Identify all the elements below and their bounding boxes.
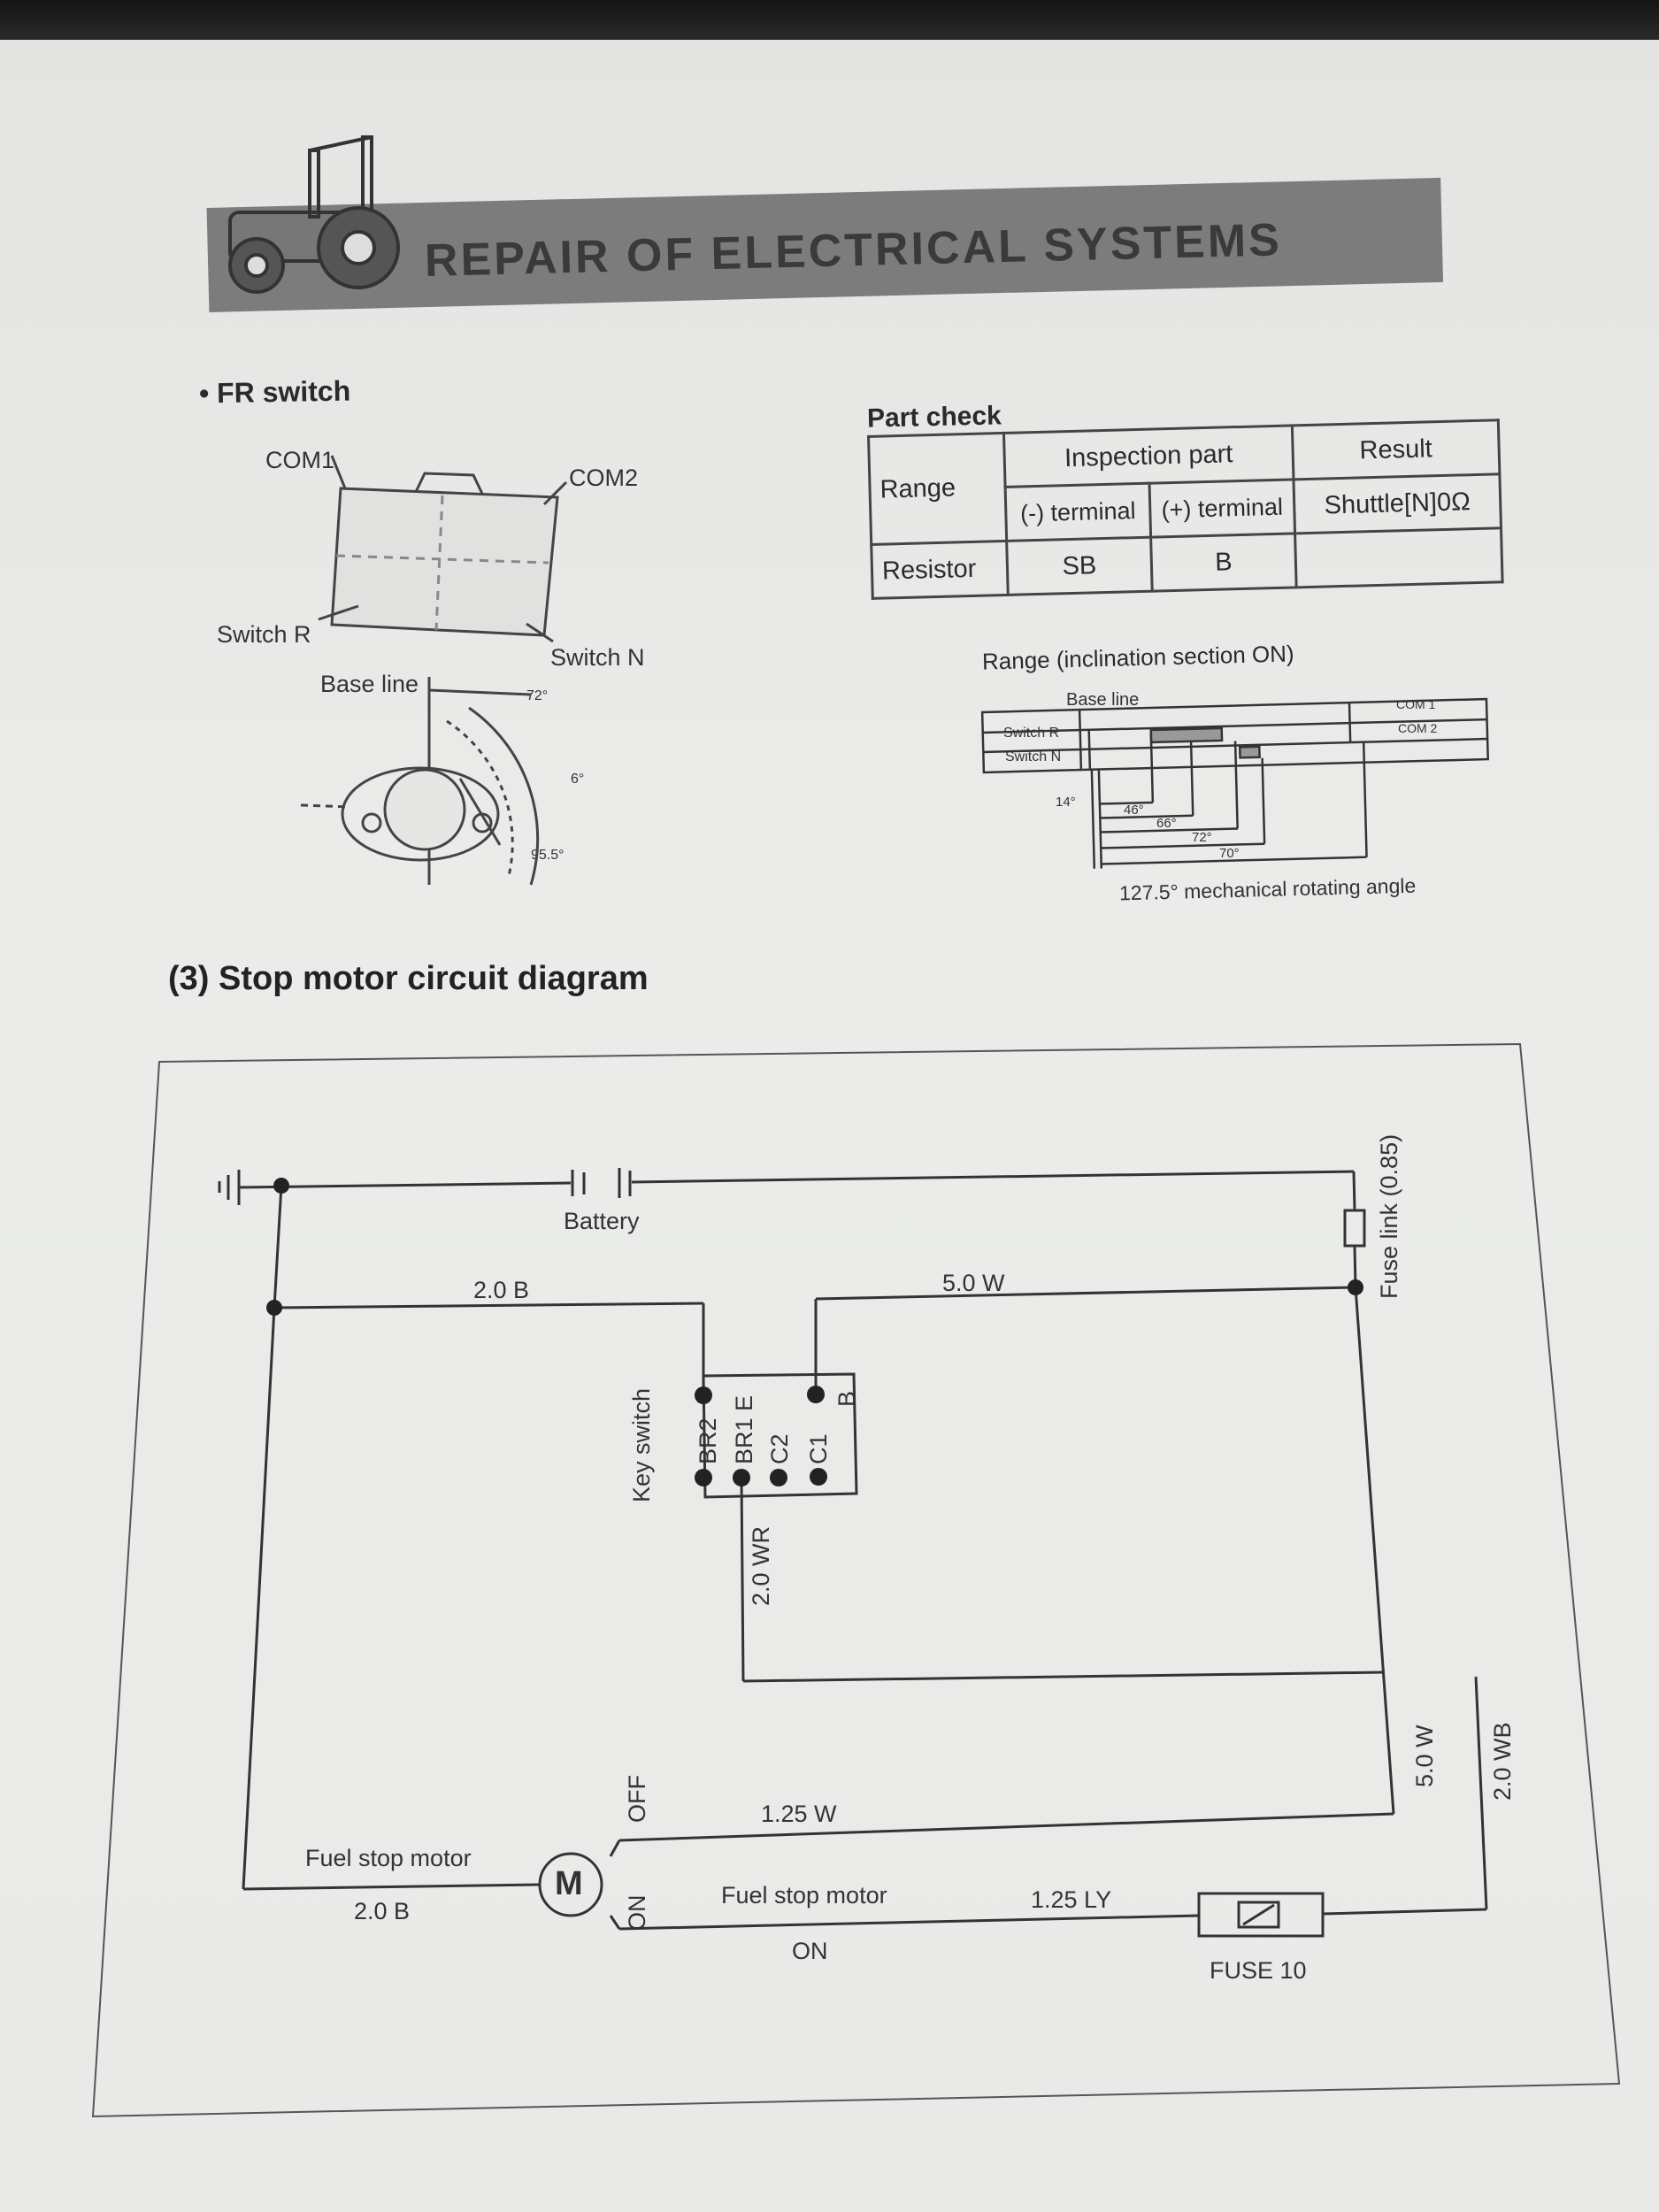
- angle-72-label: 72°: [526, 688, 549, 703]
- motor-symbol: M: [555, 1865, 583, 1902]
- fuse-link-label: Fuse link (0.85): [1376, 1133, 1402, 1299]
- key-switch-label: Key switch: [628, 1387, 655, 1502]
- circuit-diagram: [91, 1042, 1621, 2118]
- range-switch-r: Switch R: [1003, 726, 1060, 741]
- range-switch-n: Switch N: [1005, 749, 1062, 764]
- switch-n-label: Switch N: [550, 644, 645, 671]
- wire-125ly-label: 1.25 LY: [1031, 1886, 1112, 1913]
- fuse10-label: FUSE 10: [1210, 1957, 1307, 1984]
- range-base-line: Base line: [1066, 690, 1140, 710]
- terminal-b: B: [833, 1390, 860, 1407]
- wire-2b-bottom-label: 2.0 B: [354, 1898, 411, 1924]
- com2-label: COM2: [569, 465, 639, 491]
- tractor-icon: [228, 135, 400, 294]
- battery-label: Battery: [564, 1208, 640, 1234]
- terminal-c2: C2: [766, 1433, 793, 1464]
- wire-5w-top-label: 5.0 W: [942, 1270, 1005, 1296]
- circuit-nodes: [266, 1178, 1363, 1486]
- on-bottom-label: ON: [792, 1938, 828, 1964]
- range-chart-drawing: [980, 697, 1489, 869]
- off-label: OFF: [624, 1775, 650, 1823]
- com1-label: COM1: [265, 447, 335, 473]
- angle-6-label: 6°: [571, 772, 585, 787]
- angle-95-label: 95.5°: [531, 848, 565, 863]
- stop-motor-heading: (3) Stop motor circuit diagram: [168, 960, 649, 997]
- range-angle-46: 46°: [1124, 803, 1144, 818]
- range-angle-14: 14°: [1056, 795, 1076, 810]
- range-angle-72: 72°: [1192, 830, 1212, 845]
- terminal-br1: BR1: [731, 1417, 757, 1464]
- manual-page: [0, 40, 1659, 2212]
- terminal-c1: C1: [805, 1433, 832, 1464]
- range-angle-66: 66°: [1156, 816, 1177, 831]
- wire-2wr-label: 2.0 WR: [748, 1525, 774, 1606]
- wire-2wb-label: 2.0 WB: [1489, 1722, 1516, 1801]
- switch-r-label: Switch R: [217, 621, 311, 648]
- range-com2: COM 2: [1398, 721, 1438, 735]
- terminal-br2: BR2: [695, 1417, 721, 1464]
- range-angle-70: 70°: [1219, 846, 1240, 861]
- fuel-stop-motor-left-label: Fuel stop motor: [305, 1845, 472, 1871]
- fuel-stop-motor-right-label: Fuel stop motor: [721, 1882, 887, 1909]
- wire-2b-top-label: 2.0 B: [473, 1277, 530, 1303]
- base-line-label: Base line: [320, 671, 419, 697]
- on-vertical-label: ON: [624, 1894, 650, 1932]
- wire-5w-right-label: 5.0 W: [1411, 1724, 1438, 1787]
- wire-125w-label: 1.25 W: [761, 1801, 837, 1827]
- fr-switch-drawing: [300, 455, 568, 886]
- terminal-e: E: [731, 1394, 757, 1411]
